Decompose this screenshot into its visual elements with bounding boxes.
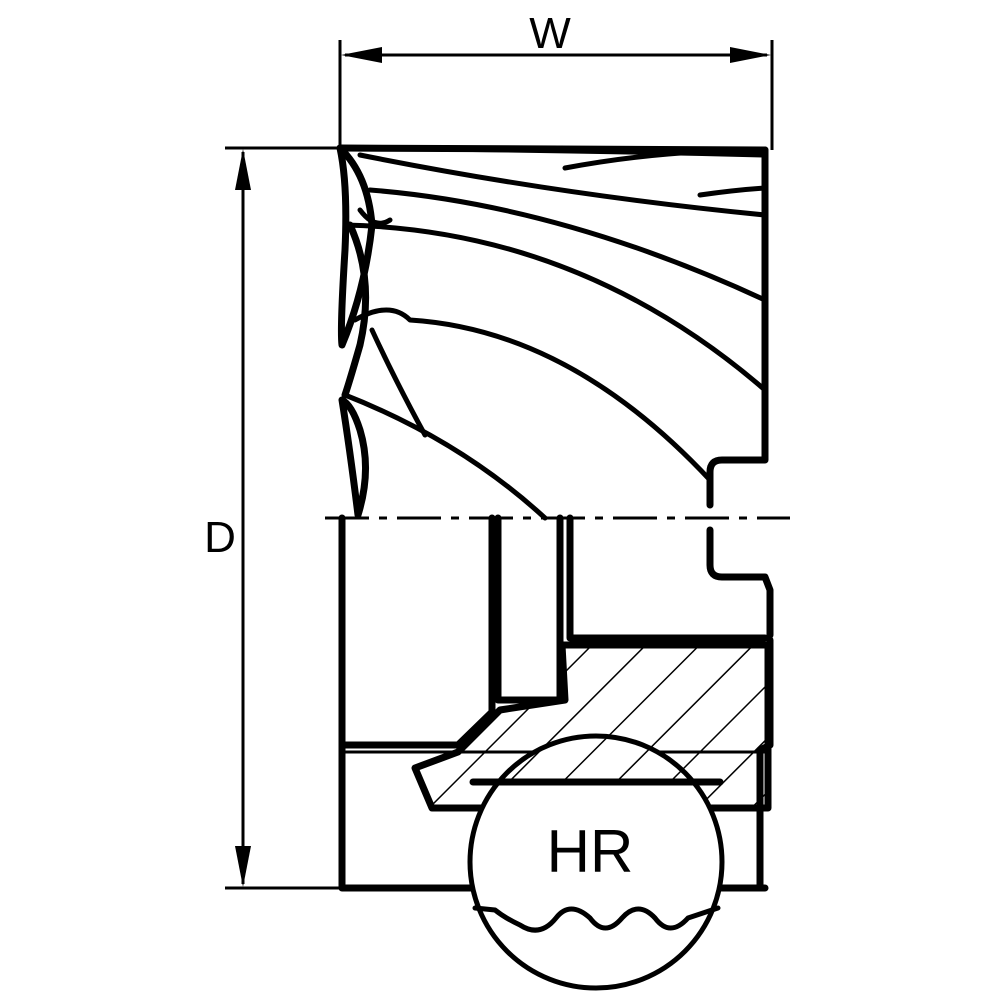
slot-left — [338, 514, 496, 749]
keyway-notch — [706, 526, 774, 639]
diameter-label: D — [204, 513, 236, 562]
body-right-edge-upper — [706, 146, 769, 509]
flute-curve-6 — [357, 207, 393, 226]
body-right-edge-lower — [756, 636, 774, 892]
diameter-arrow-top — [235, 149, 251, 190]
fluted-body — [336, 144, 774, 639]
width-label: W — [529, 9, 571, 58]
slot-center — [494, 514, 564, 704]
width-dimension: W — [338, 9, 774, 150]
flute-curve-3 — [357, 152, 768, 218]
slot-right — [566, 514, 769, 642]
detail-serration — [472, 905, 721, 933]
flute-curve-8 — [352, 307, 713, 483]
flute-lip-2 — [341, 221, 370, 399]
flute-lip-1 — [336, 144, 376, 349]
diameter-dimension: D — [204, 146, 345, 890]
width-arrow-left — [341, 47, 382, 63]
diameter-arrow-bottom — [235, 846, 251, 887]
flute-curve-9 — [342, 392, 548, 521]
detail-callout: HR — [467, 733, 725, 991]
width-arrow-right — [730, 47, 771, 63]
detail-label: HR — [547, 818, 634, 885]
flute-curve-2 — [562, 147, 768, 171]
flute-curve-4 — [697, 185, 768, 198]
flute-curve-10 — [369, 327, 428, 438]
flute-curve-5 — [367, 187, 768, 303]
flute-curve-7 — [342, 222, 768, 393]
flute-lip-3 — [338, 396, 369, 519]
